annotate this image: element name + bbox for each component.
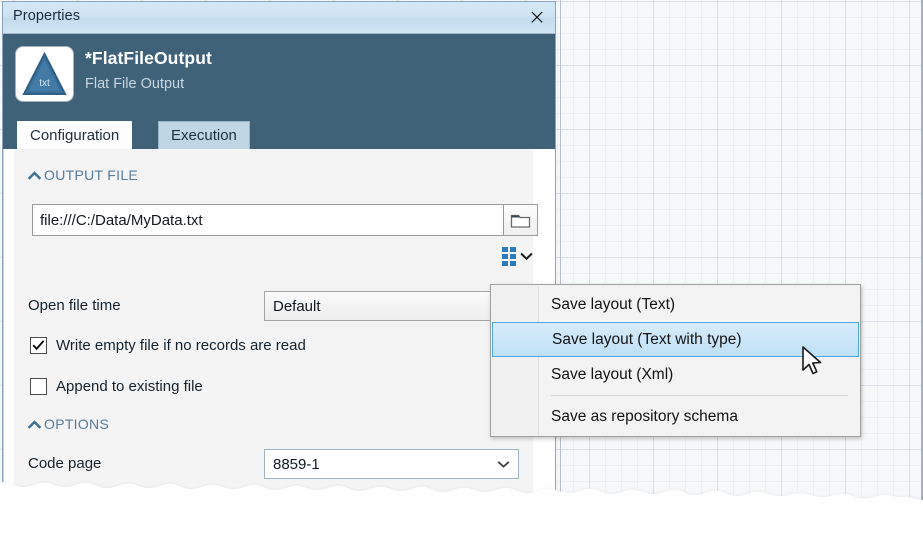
properties-panel: Properties txt *FlatFileOutput Flat File… xyxy=(2,1,556,501)
canvas-bottom-margin xyxy=(0,523,923,539)
save-layout-button[interactable] xyxy=(502,247,533,266)
save-layout-context-menu: Save layout (Text) Save layout (Text wit… xyxy=(490,284,861,437)
section-label: OUTPUT FILE xyxy=(44,167,139,183)
append-to-existing-label: Append to existing file xyxy=(56,378,203,395)
menu-separator xyxy=(551,395,848,396)
svg-text:txt: txt xyxy=(39,78,50,89)
open-file-time-value: Default xyxy=(273,297,321,315)
section-header-options[interactable]: OPTIONS xyxy=(27,416,110,432)
chevron-down-icon xyxy=(520,248,533,266)
folder-icon[interactable] xyxy=(504,204,538,236)
menu-item-save-layout-xml[interactable]: Save layout (Xml) xyxy=(551,365,674,383)
chevron-down-icon xyxy=(497,456,510,473)
panel-title: Properties xyxy=(13,8,81,24)
checkbox-unchecked-icon xyxy=(30,378,47,395)
code-page-label: Code page xyxy=(28,455,102,472)
close-icon[interactable] xyxy=(525,6,549,28)
node-header: txt *FlatFileOutput Flat File Output xyxy=(3,34,555,117)
node-subtitle: Flat File Output xyxy=(85,76,185,92)
panel-titlebar: Properties xyxy=(3,2,555,34)
write-empty-file-checkbox[interactable]: Write empty file if no records are read xyxy=(30,337,306,354)
tab-strip: Configuration Execution xyxy=(3,117,555,149)
node-title: *FlatFileOutput xyxy=(85,48,212,68)
tab-execution[interactable]: Execution xyxy=(158,121,250,149)
code-page-value: 8859-1 xyxy=(273,455,320,473)
tab-configuration[interactable]: Configuration xyxy=(17,121,133,149)
output-file-path-input[interactable] xyxy=(32,204,504,236)
open-file-time-label: Open file time xyxy=(28,297,121,314)
grid-icon xyxy=(502,247,516,266)
panel-body: OUTPUT FILE xyxy=(3,149,555,500)
open-file-time-select[interactable]: Default xyxy=(264,291,508,321)
form-area: OUTPUT FILE xyxy=(14,149,538,500)
chevron-up-icon xyxy=(27,416,42,432)
menu-item-save-layout-text[interactable]: Save layout (Text) xyxy=(551,295,676,313)
code-page-select[interactable]: 8859-1 xyxy=(264,449,519,479)
menu-item-save-layout-text-with-type[interactable]: Save layout (Text with type) xyxy=(492,322,859,357)
txt-file-icon: txt xyxy=(16,47,73,101)
checkbox-checked-icon xyxy=(30,337,47,354)
chevron-up-icon xyxy=(27,167,42,183)
write-empty-file-label: Write empty file if no records are read xyxy=(56,337,306,354)
append-to-existing-checkbox[interactable]: Append to existing file xyxy=(30,378,203,395)
section-header-output-file[interactable]: OUTPUT FILE xyxy=(27,167,139,183)
section-label: OPTIONS xyxy=(44,416,110,432)
output-file-row xyxy=(32,204,538,236)
menu-item-save-as-repository-schema[interactable]: Save as repository schema xyxy=(551,407,738,425)
